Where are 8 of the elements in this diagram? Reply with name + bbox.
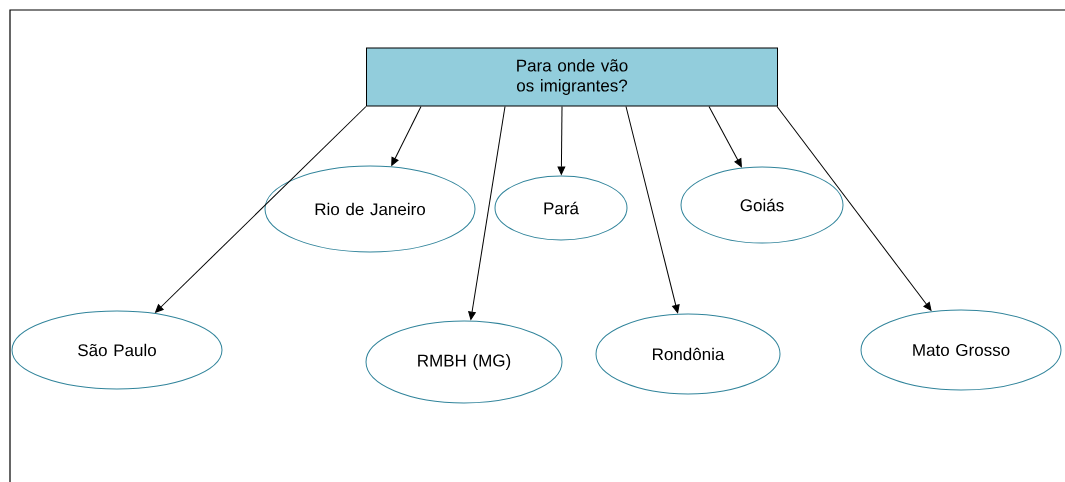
title-box: Para onde vão os imigrantes? xyxy=(366,47,778,107)
arrow xyxy=(557,106,566,175)
arrow xyxy=(625,106,680,314)
arrow xyxy=(468,106,506,320)
arrow xyxy=(708,106,742,168)
arrow xyxy=(391,106,422,166)
arrow xyxy=(776,106,932,311)
arrow xyxy=(155,106,367,313)
